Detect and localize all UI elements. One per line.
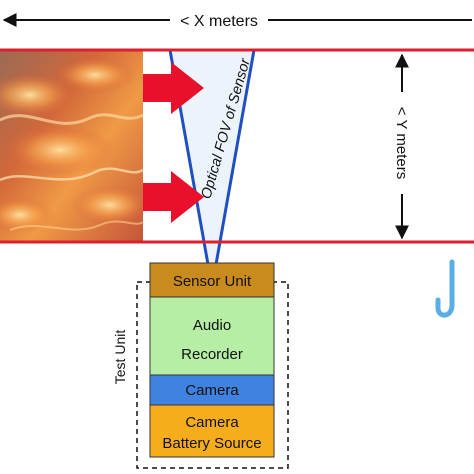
component-label-line: Recorder [181, 346, 243, 363]
svg-text:Audio: Audio [193, 317, 231, 334]
component-camera-battery: Camera Battery Source [149, 404, 275, 458]
hook-mark [435, 259, 455, 318]
component-label-line: Camera [185, 382, 239, 399]
component-label-line: Battery Source [162, 435, 261, 452]
component-label-line: Camera [185, 414, 239, 431]
y-dimension-label: < Y meters [393, 107, 410, 179]
svg-text:Camera: Camera [185, 382, 239, 399]
component-camera: Camera [149, 374, 275, 406]
test-unit-components: Sensor Unit Audio Recorder Camera Camera… [149, 262, 275, 458]
component-audio-recorder: Audio Recorder [149, 296, 275, 376]
component-box [149, 296, 275, 376]
test-unit-label: Test Unit [112, 330, 128, 385]
fire-image [0, 50, 150, 242]
component-box [149, 404, 275, 458]
svg-text:Battery Source: Battery Source [162, 435, 261, 452]
x-dimension-label: < X meters [180, 13, 258, 30]
svg-text:Camera: Camera [185, 414, 239, 431]
svg-text:Recorder: Recorder [181, 346, 243, 363]
svg-text:Sensor Unit: Sensor Unit [173, 273, 252, 290]
component-sensor-unit: Sensor Unit [149, 262, 275, 298]
heat-arrow-lower [143, 171, 204, 223]
component-label-line: Sensor Unit [173, 273, 252, 290]
heat-arrow-upper [143, 62, 204, 114]
component-label-line: Audio [193, 317, 231, 334]
